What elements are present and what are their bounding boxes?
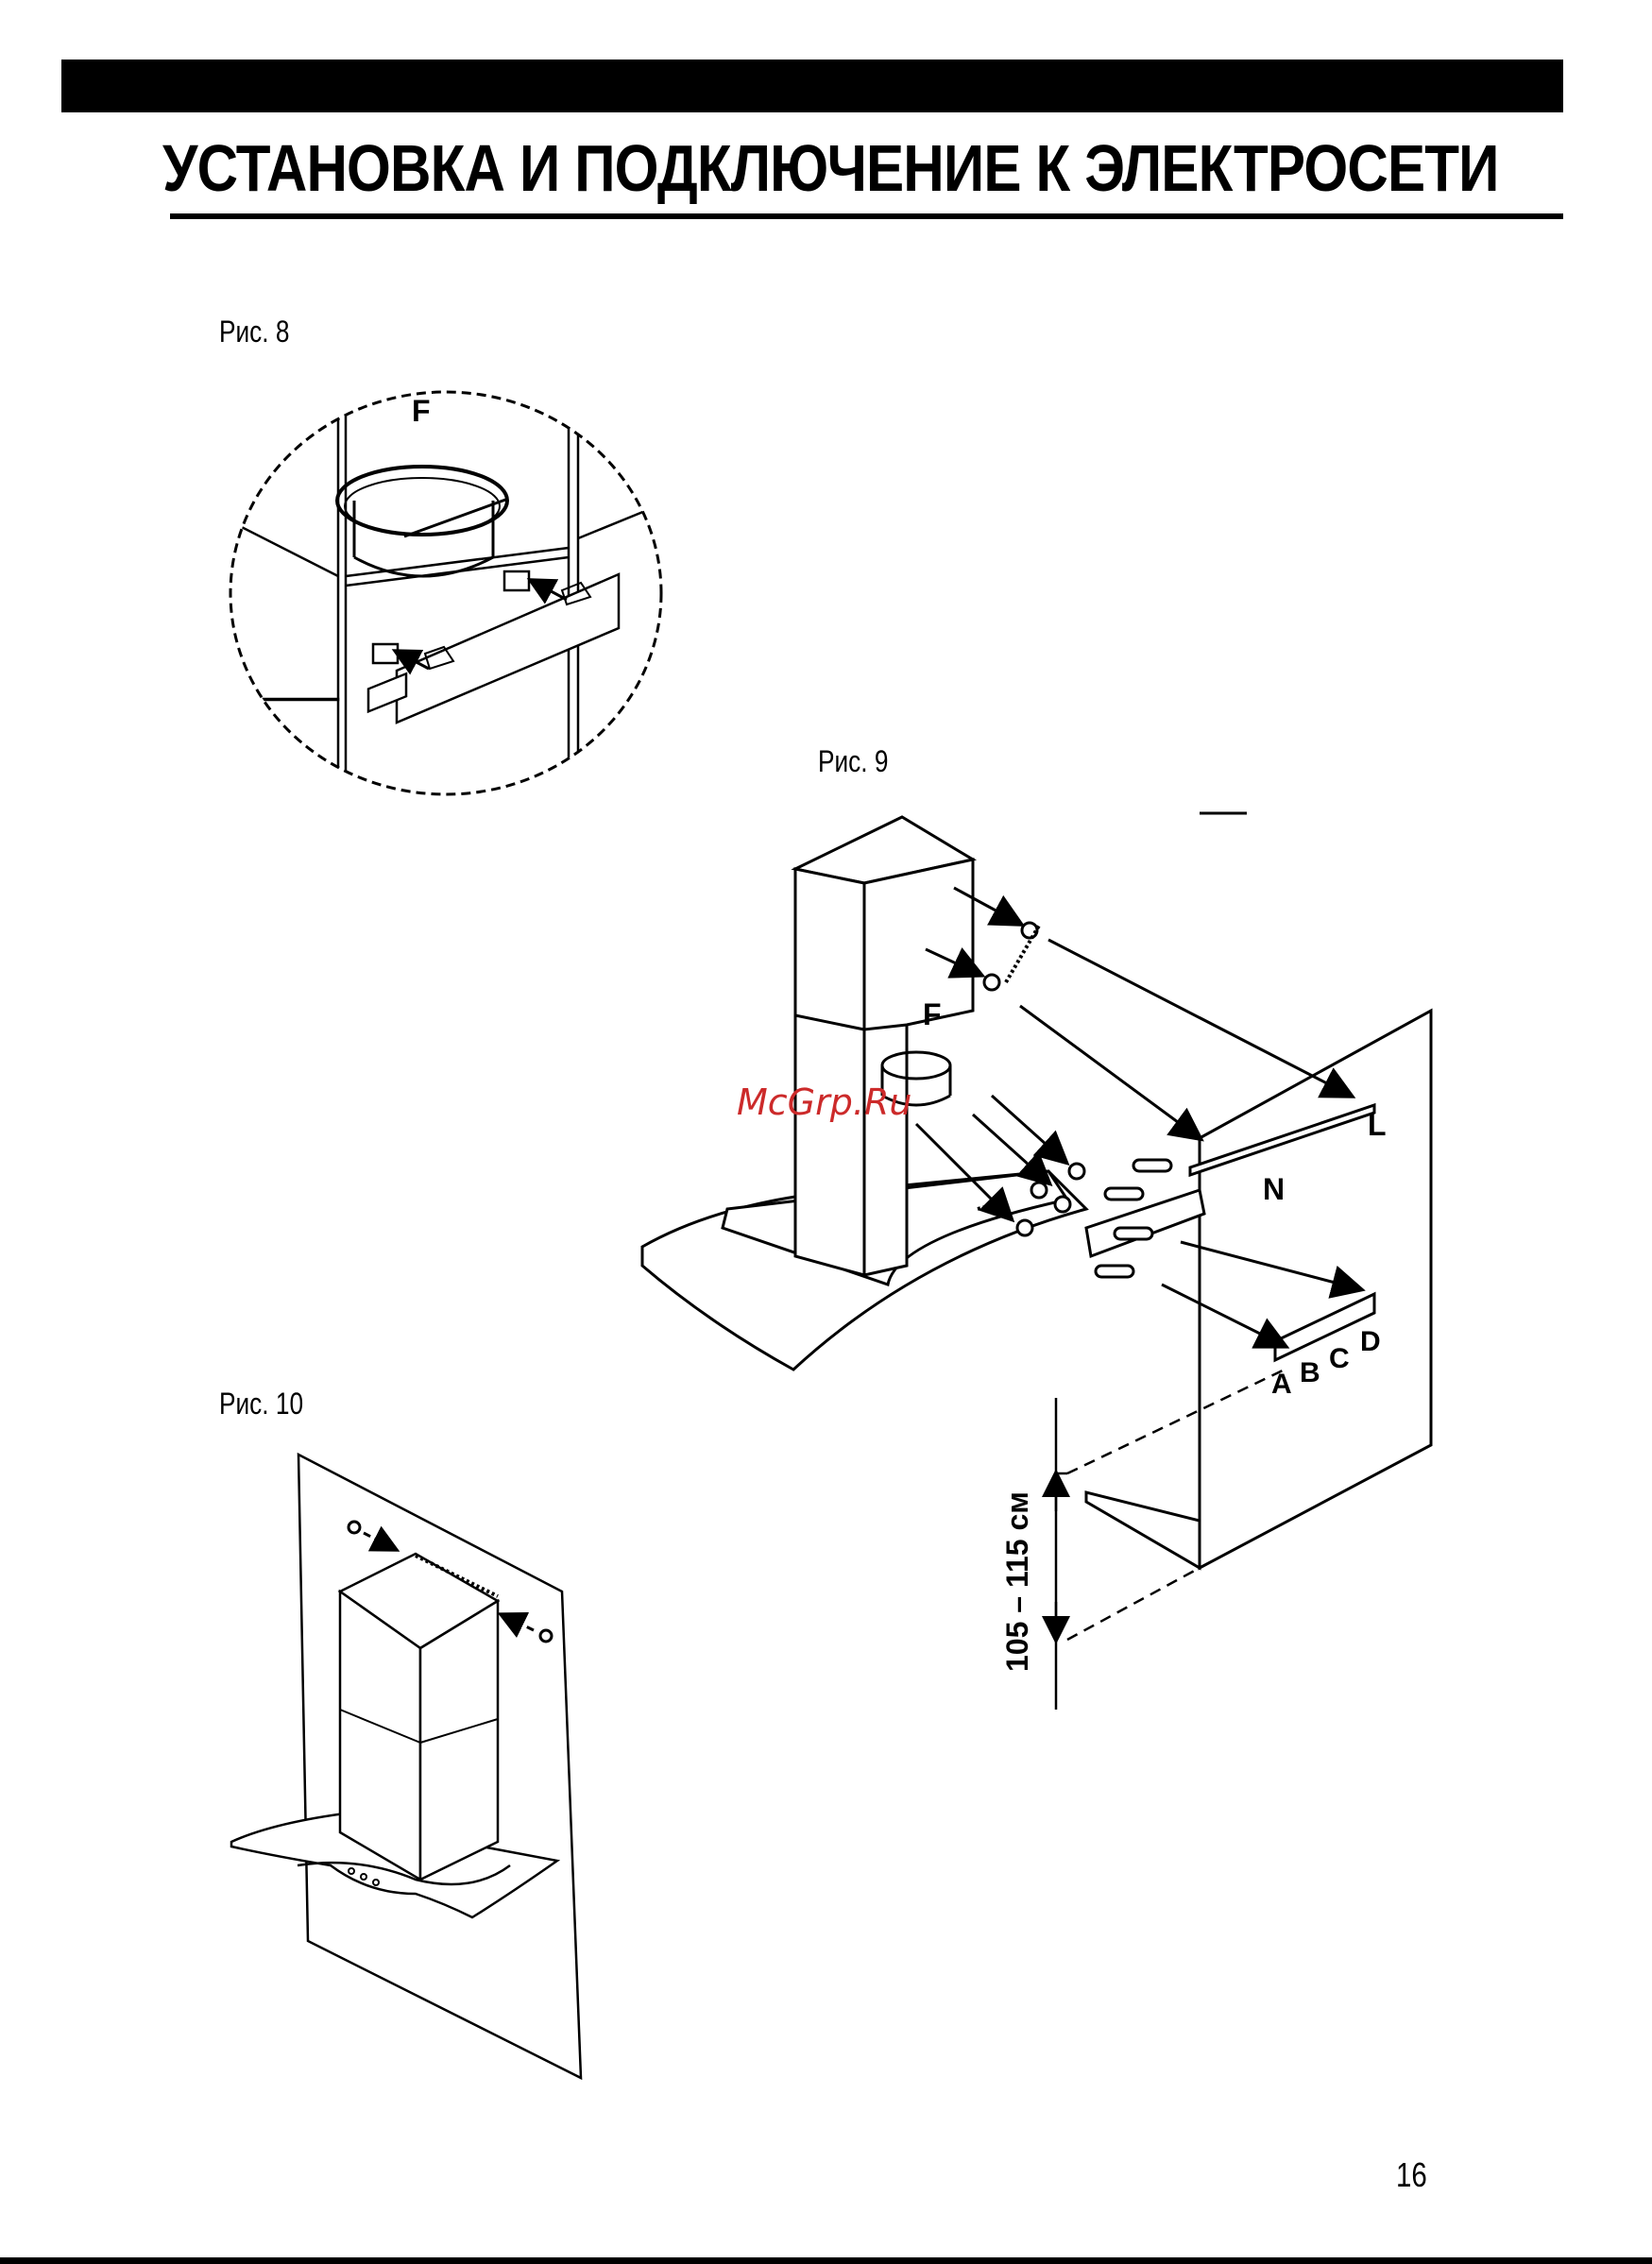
fig9-label-a: A [1271,1369,1292,1400]
page-title: УСТАНОВКА И ПОДКЛЮЧЕНИЕ К ЭЛЕКТРОСЕТИ [162,130,1499,206]
fig10-illustration [227,1450,595,2083]
fig9-label-c: C [1329,1343,1350,1374]
fig9-label-b: B [1300,1357,1320,1388]
fig9-illustration: 105 – 115 см F L N A B C D McGrp.Ru [633,812,1464,1719]
bottom-rule [0,2257,1652,2264]
fig9-dimension: 105 – 115 см [1000,1491,1034,1672]
fig8-caption: Рис. 8 [219,315,289,349]
header-bar [61,60,1563,112]
fig9-caption: Рис. 9 [818,744,888,779]
fig9-label-n: N [1263,1172,1285,1206]
title-underline [170,213,1563,219]
fig8-label-f: F [412,394,431,428]
fig9-label-d: D [1360,1326,1381,1357]
fig10-caption: Рис. 10 [219,1387,303,1421]
fig9-label-l: L [1368,1108,1387,1142]
page-number: 16 [1396,2155,1427,2195]
watermark: McGrp.Ru [737,1081,911,1123]
fig8-illustration: F [227,387,671,803]
fig9-label-f: F [923,997,942,1031]
